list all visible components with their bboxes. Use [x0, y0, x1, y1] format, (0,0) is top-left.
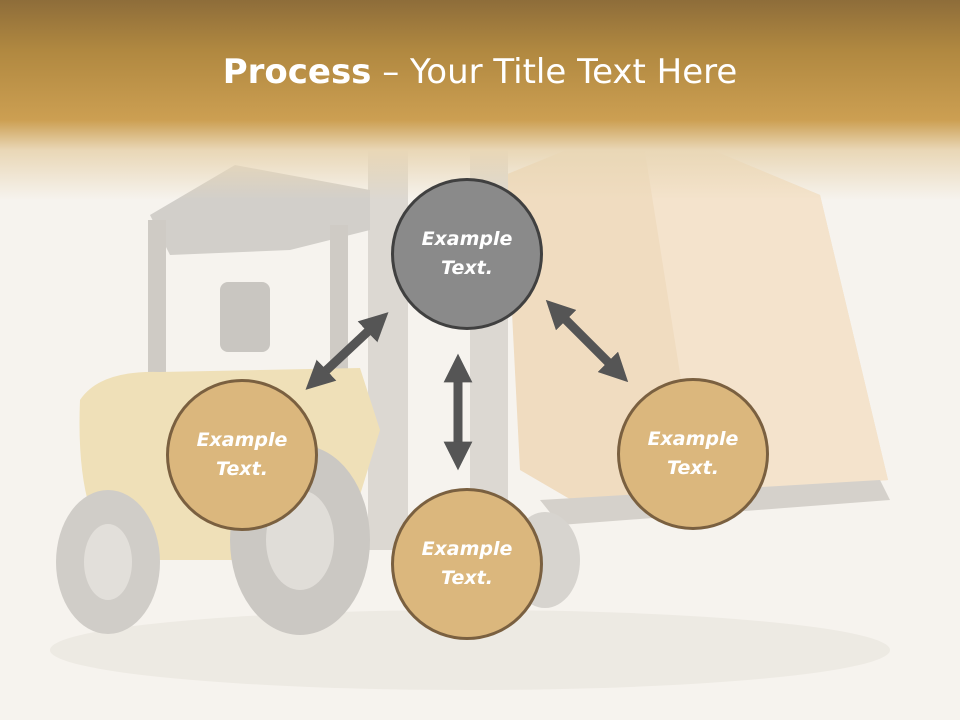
- node-circle-top[interactable]: Example Text.: [391, 178, 543, 330]
- node-right-line2: Text.: [667, 457, 719, 479]
- title-bold: Process: [222, 52, 372, 92]
- node-right-line1: Example: [647, 428, 739, 450]
- node-circle-left[interactable]: Example Text.: [166, 379, 318, 531]
- arrow-top-right: [545, 299, 629, 383]
- header-band: [0, 0, 960, 200]
- node-bottom-line1: Example: [421, 538, 513, 560]
- node-left-line2: Text.: [216, 458, 268, 480]
- node-circle-right[interactable]: Example Text.: [617, 378, 769, 530]
- node-circle-bottom[interactable]: Example Text.: [391, 488, 543, 640]
- title-rest: – Your Title Text Here: [371, 52, 738, 92]
- node-bottom-line2: Text.: [441, 567, 493, 589]
- slide-title: Process – Your Title Text Here: [0, 52, 960, 92]
- node-top-line1: Example: [421, 228, 513, 250]
- node-top-line2: Text.: [441, 257, 493, 279]
- arrow-top-left: [305, 312, 389, 390]
- node-left-line1: Example: [196, 429, 288, 451]
